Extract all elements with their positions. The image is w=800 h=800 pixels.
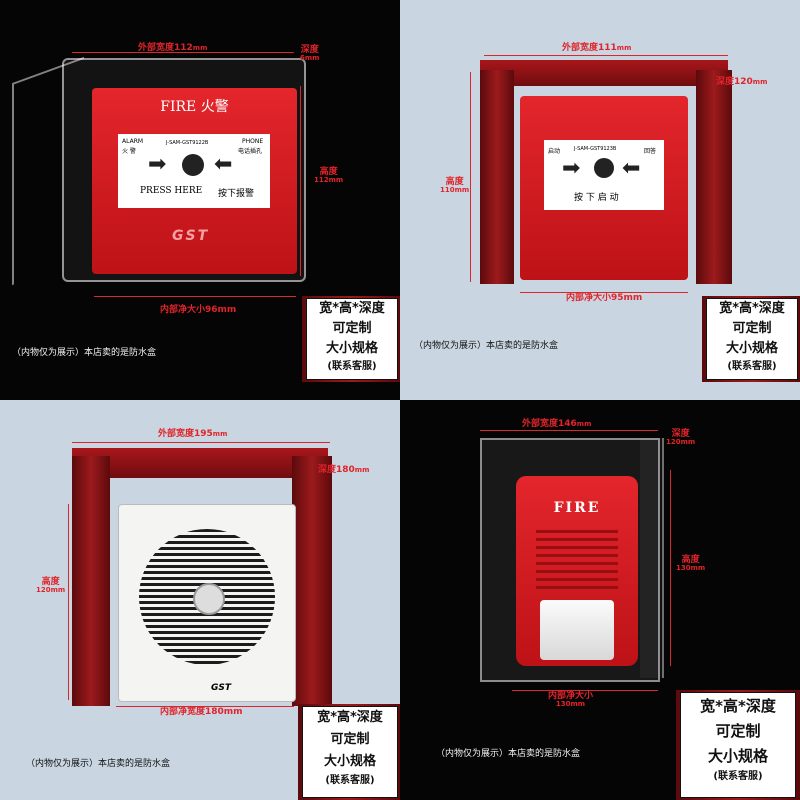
panel-manual-call-point: FIRE 火警 ALARM 火 警 J-SAM-GST9122B PHONE 电… [0, 0, 400, 400]
brand-logo: GST [211, 683, 232, 693]
custom-size-badge: 宽*高*深度 可定制 大小规格 (联系客服) [706, 298, 798, 380]
clear-lid [12, 56, 84, 286]
width-dim-line [480, 430, 658, 431]
press-button-icon [594, 158, 614, 178]
press-cn-label: 按 下 启 动 [574, 193, 619, 203]
alarm-cn-label: 火 警 [122, 148, 136, 155]
inner-dim-label: 内部净大小96mm [160, 305, 237, 315]
arrow-right-icon: ➡ [562, 156, 581, 181]
width-dim-label: 外部宽度111mm [562, 43, 632, 53]
height-dim-line [670, 470, 671, 666]
custom-size-badge: 宽*高*深度 可定制 大小规格 (联系客服) [680, 692, 796, 798]
phone-cn-label: 电话插孔 [238, 148, 263, 155]
answer-label: 回答 [644, 148, 657, 155]
waterproof-box-top [72, 448, 328, 478]
press-here-label: PRESS HERE [140, 186, 203, 196]
display-note: （内物仅为展示）本店卖的是防水盒 [414, 341, 559, 351]
waterproof-box-left [72, 456, 110, 706]
inner-dim-line [116, 706, 294, 707]
waterproof-box-right [292, 456, 332, 706]
speaker-knob-icon [193, 583, 225, 615]
arrow-left-icon: ⬅ [214, 152, 233, 177]
speaker-body: GST [118, 504, 296, 702]
inner-dim-label: 内部净宽度180mm [160, 707, 243, 717]
width-dim-line [72, 442, 330, 443]
height-dim-line [470, 72, 471, 282]
width-dim-label: 外部宽度146mm [522, 419, 592, 429]
inner-dim-label: 内部净大小95mm [566, 293, 643, 303]
model-label: J-SAM-GST9122B [166, 140, 209, 146]
press-button-icon [182, 154, 204, 176]
display-note: （内物仅为展示）本店卖的是防水盒 [26, 759, 171, 769]
waterproof-box-left [480, 70, 514, 284]
custom-size-badge: 宽*高*深度 可定制 大小规格 (联系客服) [302, 706, 398, 798]
width-dim-line [484, 55, 728, 56]
depth-dim-label: 深度180mm [318, 465, 370, 475]
brand-logo: GST [172, 228, 210, 244]
clear-box-side [640, 438, 664, 678]
display-note: （内物仅为展示）本店卖的是防水盒 [436, 749, 581, 759]
speaker-slots [536, 530, 618, 594]
arrow-left-icon: ⬅ [622, 156, 641, 181]
device-title: FIRE 火警 [160, 99, 229, 115]
press-cn-label: 按下报警 [218, 189, 255, 199]
width-dim-label: 外部宽度195mm [158, 429, 228, 439]
custom-size-badge: 宽*高*深度 可定制 大小规格 (联系客服) [306, 298, 398, 380]
manual-call-point: FIRE 火警 ALARM 火 警 J-SAM-GST9122B PHONE 电… [92, 88, 297, 274]
inner-dim-line [512, 690, 658, 691]
strobe-lens [540, 600, 614, 660]
model-label: J-SAM-GST9123B [574, 146, 617, 152]
alarm-label: ALARM [122, 138, 144, 145]
device-window: ALARM 火 警 J-SAM-GST9122B PHONE 电话插孔 ➡ ⬅ … [118, 134, 270, 208]
strobe-horn: FIRE [516, 476, 638, 666]
display-note: （内物仅为展示）本店卖的是防水盒 [12, 348, 157, 358]
device-label: FIRE [553, 500, 601, 516]
width-dim-label: 外部宽度112mm [138, 43, 208, 53]
depth-dim-label: 深度120mm [716, 77, 768, 87]
inner-dim-line [94, 296, 296, 297]
waterproof-box-right [696, 70, 732, 284]
manual-start-button: 启动 J-SAM-GST9123B 回答 ➡ ⬅ 按 下 启 动 [520, 96, 688, 280]
panel-start-button: 启动 J-SAM-GST9123B 回答 ➡ ⬅ 按 下 启 动 外部宽度111… [400, 0, 800, 400]
width-dim-line [72, 52, 294, 53]
height-dim-line [68, 504, 69, 700]
height-dim-line [300, 86, 301, 276]
inner-dim-line [520, 292, 688, 293]
phone-label: PHONE [242, 138, 264, 145]
waterproof-box-top [480, 60, 728, 86]
arrow-right-icon: ➡ [148, 152, 167, 177]
start-label: 启动 [548, 148, 561, 155]
device-window: 启动 J-SAM-GST9123B 回答 ➡ ⬅ 按 下 启 动 [544, 140, 664, 210]
